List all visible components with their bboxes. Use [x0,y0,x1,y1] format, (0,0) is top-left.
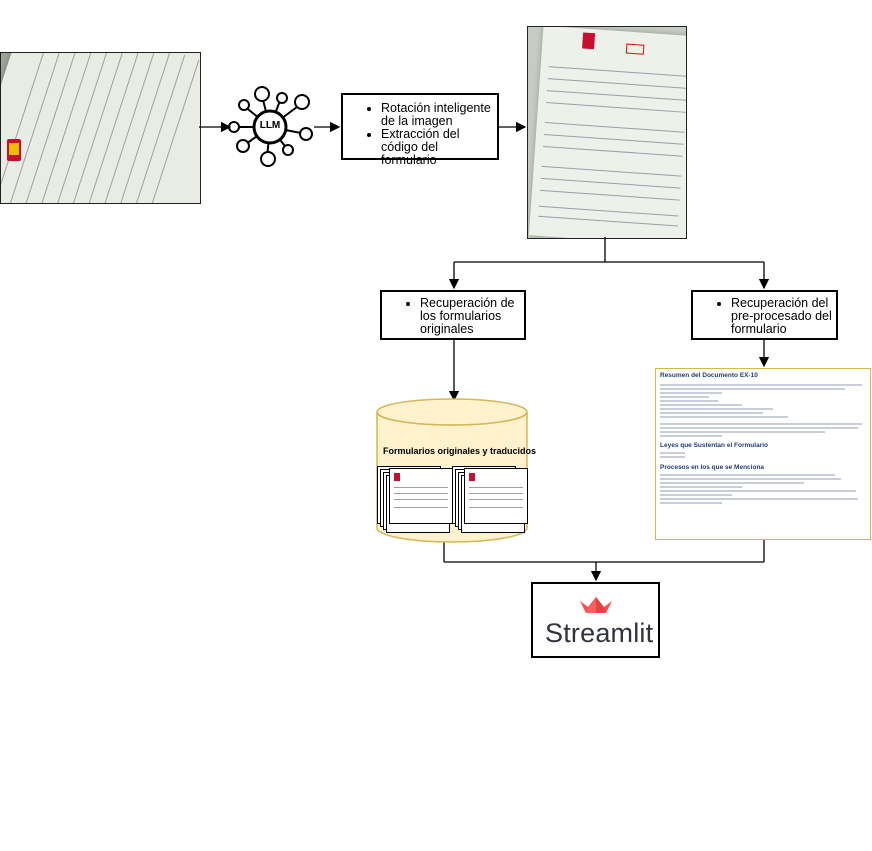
summary-section-processes: Procesos en los que se Menciona [660,464,765,471]
retrieval-original-box: Recuperación de los formularios original… [380,290,526,340]
input-photo [0,52,201,204]
streamlit-wordmark: Streamlit [545,618,654,648]
retrieval-original-item: Recuperación de los formularios original… [420,297,524,336]
summary-section-laws: Leyes que Sustentan el Formulario [660,442,768,449]
summary-document-panel: Resumen del Documento EX-10 Leyes que Su… [655,368,871,540]
llm-label: LLM [259,120,281,131]
streamlit-crown-icon [580,597,612,613]
retrieval-preprocessed-item: Recuperación del pre-procesado del formu… [731,297,836,336]
processing-item: Rotación inteligente de la imagen [381,102,497,128]
database-label: Formularios originales y traducidos [383,446,537,456]
retrieval-preprocessed-box: Recuperación del pre-procesado del formu… [691,290,838,340]
streamlit-output-box: Streamlit [531,582,660,658]
summary-title: Resumen del Documento EX-10 [660,372,758,379]
processing-item: Extracción del código del formulario [381,128,497,167]
rotated-form-photo [527,26,687,239]
processing-step-box: Rotación inteligente de la imagen Extrac… [341,93,499,167]
network-llm-icon [228,86,313,167]
